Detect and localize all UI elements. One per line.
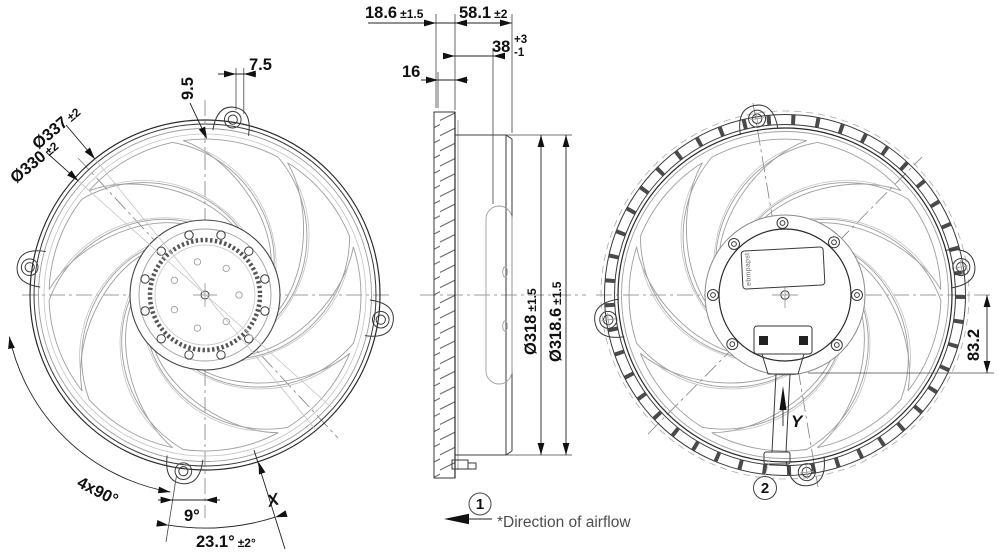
impeller-edge-band: [433, 111, 456, 479]
view-number-2: 2: [761, 480, 769, 497]
motor-bulge: [485, 205, 513, 385]
section-x-marker: X: [253, 449, 286, 550]
airflow-arrow-icon: [444, 513, 469, 525]
rear-view: ebmpapst: [587, 101, 994, 492]
hub-inner-holes: [170, 258, 243, 332]
cable-gland: [763, 451, 791, 465]
dim-23-1-text: 23.1°±2°: [196, 533, 256, 551]
dim-38-text: 38+3-1: [492, 34, 527, 59]
cable-box: [753, 325, 813, 465]
dim-blade-protrusion: 18.6±1.5: [365, 4, 512, 110]
knurl-ring: [147, 237, 263, 353]
view-marker-front: 1 *Direction of airflow: [444, 492, 631, 531]
dim-housing-depth: 38+3-1: [443, 34, 527, 204]
dim-16-text: 16: [402, 63, 420, 81]
cable-y-marker: Y: [779, 386, 804, 431]
view-marker-rear: 2: [753, 457, 777, 500]
cable-clip-right: [799, 336, 808, 345]
dim-front-ring-depth: 16: [402, 63, 468, 108]
dim-total-depth: 58.1±2: [459, 4, 513, 133]
dim-ear-height: 9.5: [179, 77, 211, 141]
brand-label: ebmpapst: [744, 252, 753, 285]
dim-7-5-text: 7.5: [249, 56, 272, 74]
name-plate: ebmpapst: [740, 246, 826, 290]
dim-9deg-text: 9°: [184, 507, 200, 525]
hub: [129, 219, 281, 371]
dim-impeller-diameters: Ø318±1.5 Ø318.6±1.5: [460, 134, 572, 456]
dim-cable-angle: 23.1°±2°: [156, 510, 288, 551]
dim-83-2-text: 83.2: [965, 329, 983, 361]
dim-4x90-text: 4x90°: [74, 474, 121, 510]
dim-cable-box-offset: 83.2: [808, 295, 994, 374]
dim-ear-angle: 9°: [158, 474, 220, 543]
dim-mounting-pattern: 4x90°: [6, 336, 171, 509]
airflow-note: *Direction of airflow: [497, 514, 631, 531]
dim-318-6-text: Ø318.6±1.5: [547, 281, 565, 362]
label-x: X: [264, 489, 282, 511]
cable-clip-left: [759, 336, 768, 345]
housing-profile: [451, 134, 513, 470]
dim-58-1-text: 58.1±2: [459, 4, 508, 22]
rim-teeth-ring: [604, 114, 966, 476]
motor-assembly: ebmpapst: [704, 214, 866, 465]
label-y: Y: [791, 412, 804, 431]
rear-rim: [600, 110, 970, 480]
circle-1-icon: [468, 492, 492, 516]
front-view: [14, 100, 403, 518]
cable-neck: [761, 353, 805, 375]
motor-bosses: [707, 217, 863, 351]
view-number-1: 1: [476, 496, 484, 513]
dim-318-text: Ø318±1.5: [522, 288, 540, 355]
dim-9-5-text: 9.5: [179, 77, 197, 100]
dim-18-6-text: 18.6±1.5: [365, 4, 424, 22]
circle-2-icon: [753, 476, 777, 500]
dim-ear-hole-offset: 7.5: [218, 56, 272, 114]
